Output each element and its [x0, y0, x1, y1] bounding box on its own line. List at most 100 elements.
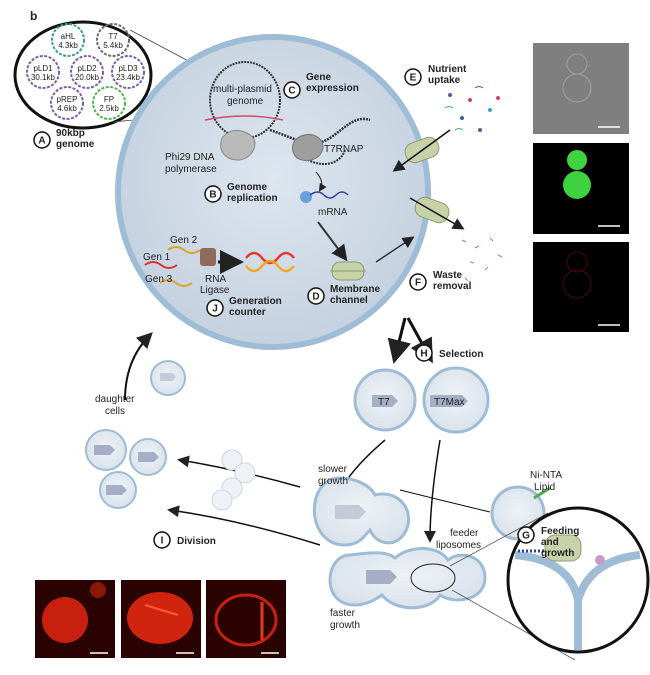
plasmid-name: aHL — [61, 32, 76, 41]
plasmid-size: 20.0kb — [75, 73, 100, 82]
nutrient-channel — [392, 129, 451, 172]
plasmid-name: pLD1 — [33, 64, 53, 73]
microscopy-brightfield — [533, 43, 629, 134]
membrane-fusion-zoom — [506, 506, 650, 654]
generation-counter-art — [144, 246, 295, 287]
module-label: genome — [56, 139, 95, 150]
module-badges: A90kbpgenomeBGenomereplicationCGeneexpre… — [33, 64, 579, 559]
daughter-cells — [85, 360, 186, 509]
module-label: Membrane — [330, 284, 380, 295]
nutrient-particles — [444, 86, 500, 132]
module-label: Generation — [229, 296, 282, 307]
module-letter: E — [410, 73, 417, 84]
plasmid-name: pREP — [57, 95, 78, 104]
module-label: Genome — [227, 182, 267, 193]
plasmid-size: 4.3kb — [58, 41, 78, 50]
module-label: expression — [306, 83, 359, 94]
module-i: I Division — [153, 531, 216, 549]
module-letter: A — [38, 136, 45, 147]
plasmid-size: 5.4kb — [103, 41, 123, 50]
vesicle-t7 — [353, 368, 417, 432]
module-label: uptake — [428, 75, 461, 86]
module-label: channel — [330, 295, 368, 306]
label-daughter: daughter — [95, 394, 135, 405]
module-label: removal — [433, 281, 472, 292]
label-ligase: Ligase — [200, 285, 230, 296]
label-multi-plasmid: multi-plasmid — [213, 84, 272, 95]
label-genome: genome — [227, 96, 264, 107]
label-mrna: mRNA — [318, 207, 348, 218]
label-gen3: Gen 3 — [145, 274, 173, 285]
module-label: growth — [541, 548, 574, 559]
module-label: Waste — [433, 270, 463, 281]
module-label: 90kbp — [56, 128, 85, 139]
label-t7: T7 — [378, 397, 390, 408]
module-label: Nutrient — [428, 64, 467, 75]
label-lipid: Lipid — [534, 482, 555, 493]
label-slower: slower — [318, 464, 348, 475]
module-label: Selection — [439, 349, 483, 360]
module-letter: G — [522, 531, 530, 542]
plasmid-name: FP — [104, 95, 114, 104]
label-cells: cells — [105, 406, 125, 417]
label-t7max: T7Max — [434, 397, 465, 408]
plasmid-size: 23.4kb — [116, 73, 141, 82]
module-label: Gene — [306, 72, 331, 83]
label-gen1: Gen 1 — [143, 252, 171, 263]
label-faster: faster — [330, 608, 356, 619]
label-slower-growth: growth — [318, 476, 348, 487]
label-feeder: feeder — [450, 528, 479, 539]
label-rna: RNA — [205, 274, 226, 285]
label-ni-nta: Ni-NTA — [530, 470, 562, 481]
label-phi29: Phi29 DNA — [165, 152, 215, 163]
plasmid-size: 30.1kb — [31, 73, 56, 82]
waste-particles — [461, 237, 503, 282]
phi29-polymerase-shape — [220, 129, 256, 161]
plasmid-name: pLD3 — [118, 64, 138, 73]
plasmid-size: 2.5kb — [99, 104, 119, 113]
label-polymerase: polymerase — [165, 164, 217, 175]
faster-growth-cell — [328, 547, 487, 610]
microscopy-red — [533, 242, 629, 332]
module-label: counter — [229, 307, 266, 318]
label-gen2: Gen 2 — [170, 235, 198, 246]
module-letter: D — [312, 292, 319, 303]
label-t7rnap: T7RNAP — [324, 144, 364, 155]
membrane-channel — [330, 261, 366, 281]
module-letter: J — [212, 304, 218, 315]
vesicle-t7max — [422, 366, 490, 434]
module-letter: F — [415, 278, 421, 289]
plasmid-t7: T75.4kb — [96, 23, 130, 57]
panel-label: b — [30, 9, 37, 23]
module-label: replication — [227, 193, 278, 204]
module-letter: H — [420, 349, 427, 360]
module-h: H Selection — [415, 344, 483, 362]
dividing-vesicles — [211, 449, 256, 511]
plasmid-name: T7 — [108, 32, 118, 41]
module-label: and — [541, 537, 559, 548]
genome-inset: aHL4.3kbT75.4kbpLD130.1kbpLD220.0kbpLD32… — [13, 20, 153, 130]
module-label: Feeding — [541, 526, 579, 537]
plasmid-fp: FP2.5kb — [92, 86, 126, 120]
module-letter: C — [288, 86, 295, 97]
module-label: Division — [177, 536, 216, 547]
t7rnap-shape — [291, 134, 324, 162]
plasmid-size: 4.6kb — [57, 104, 77, 113]
plasmid-name: pLD2 — [77, 64, 97, 73]
module-letter: I — [161, 536, 164, 547]
label-liposomes: liposomes — [436, 540, 481, 551]
